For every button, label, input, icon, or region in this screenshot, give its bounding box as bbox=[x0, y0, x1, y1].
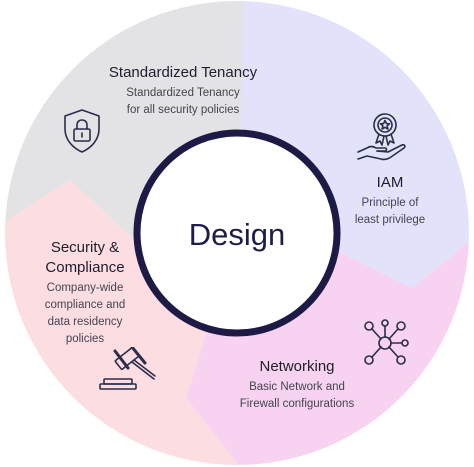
networking-desc-line2: Firewall configurations bbox=[239, 398, 355, 410]
network-icon bbox=[361, 318, 409, 373]
iam-desc-line2: least privilege bbox=[354, 214, 426, 226]
security-desc-line4: policies bbox=[65, 333, 105, 345]
security-desc-line3: data residency bbox=[47, 316, 123, 328]
iam-desc-line1: Principle of bbox=[361, 197, 419, 209]
networking-desc-line1: Basic Network and bbox=[249, 381, 345, 393]
iam-text: IAM Principle of least privilege bbox=[330, 173, 450, 229]
tenancy-text: Standardized Tenancy Standardized Tenanc… bbox=[90, 63, 276, 119]
iam-title: IAM bbox=[376, 174, 404, 191]
tenancy-title: Standardized Tenancy bbox=[108, 64, 258, 81]
center-circle bbox=[133, 129, 341, 337]
security-title-line1: Security & bbox=[50, 239, 120, 256]
gavel-icon bbox=[98, 345, 158, 396]
center-label: Design bbox=[188, 217, 286, 252]
security-desc-line2: compliance and bbox=[44, 299, 126, 311]
networking-text: Networking Basic Network and Firewall co… bbox=[222, 357, 372, 413]
tenancy-desc-line2: for all security policies bbox=[126, 104, 240, 116]
security-text: Security & Compliance Company-wide compl… bbox=[26, 238, 144, 348]
security-title-line2: Compliance bbox=[45, 259, 125, 276]
award-hand-icon bbox=[355, 108, 413, 169]
tenancy-desc-line1: Standardized Tenancy bbox=[126, 87, 240, 99]
networking-title: Networking bbox=[259, 358, 335, 375]
shield-lock-icon bbox=[60, 107, 104, 160]
security-desc-line1: Company-wide bbox=[46, 282, 124, 294]
